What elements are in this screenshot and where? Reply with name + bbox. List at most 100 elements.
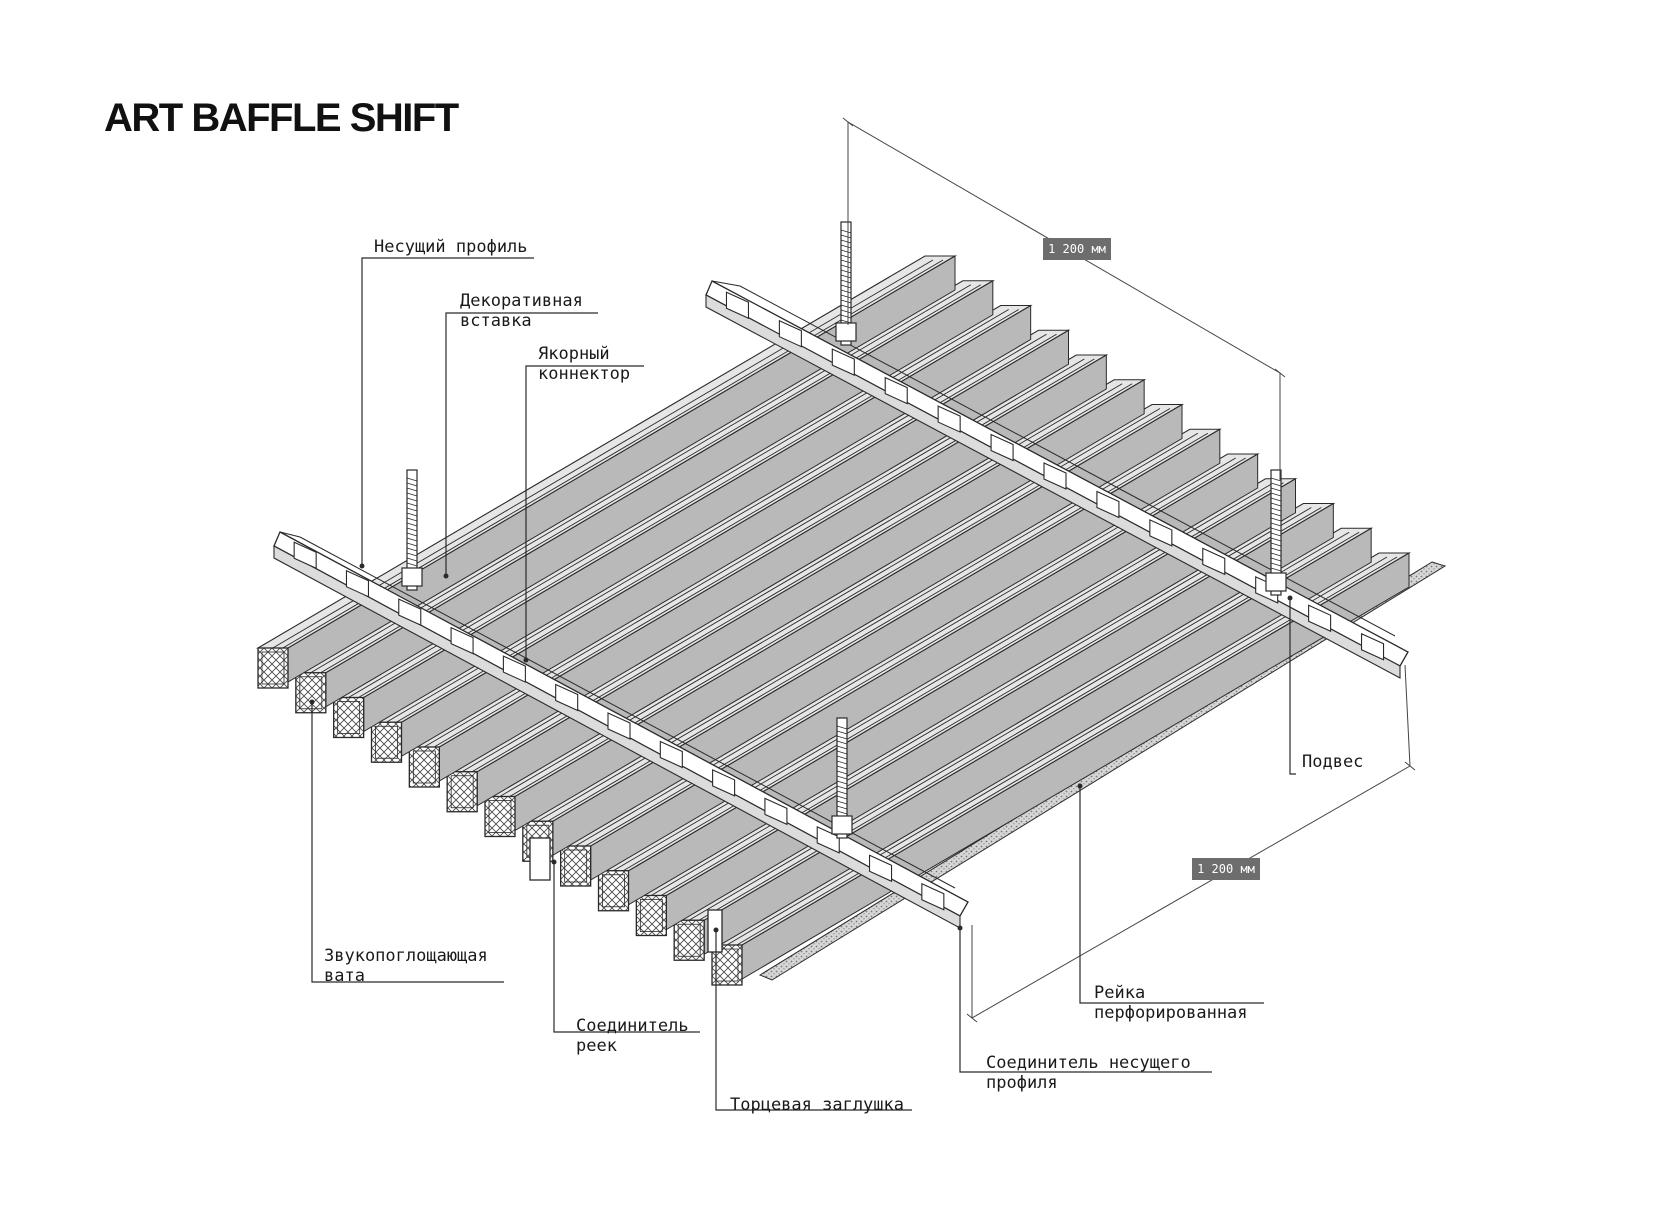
hanger-thread bbox=[836, 775, 848, 780]
anchor-clip bbox=[607, 712, 631, 740]
hanger-clamp bbox=[831, 815, 853, 835]
anchor-clip bbox=[1308, 604, 1332, 633]
slat-end-hatch bbox=[597, 870, 630, 912]
label-decor-insert-line1: Декоративная bbox=[460, 291, 583, 311]
hanger-thread bbox=[836, 740, 848, 745]
hanger-thread bbox=[406, 502, 418, 507]
hanger-thread bbox=[406, 492, 418, 497]
slat-end-inner bbox=[602, 874, 625, 908]
slat-end-hatch bbox=[446, 771, 478, 813]
hangers bbox=[401, 221, 1287, 839]
label-perforated-slat-line2: перфорированная bbox=[1094, 1003, 1248, 1023]
label-carrier-connector-line2: профиля bbox=[986, 1073, 1058, 1093]
label-wool-line2: вата bbox=[324, 966, 365, 986]
label-anchor-connector-line1: Якорный bbox=[538, 344, 610, 364]
label-end-cap: Торцевая заглушка bbox=[730, 1095, 904, 1115]
hanger-thread bbox=[836, 800, 848, 805]
hanger-thread bbox=[840, 254, 852, 259]
hanger-thread bbox=[836, 725, 848, 730]
anchor-clip bbox=[1096, 490, 1120, 519]
slat-end-inner bbox=[375, 725, 398, 759]
anchor-clip bbox=[764, 797, 788, 826]
hanger-thread bbox=[840, 279, 852, 284]
slat-end-inner bbox=[450, 775, 474, 809]
anchor-clip bbox=[831, 348, 855, 377]
slat-end-hatch bbox=[257, 647, 289, 689]
anchor-clip bbox=[659, 740, 683, 769]
anchor-clip bbox=[293, 541, 317, 570]
dimension-top-label: 1 200 мм bbox=[1048, 242, 1106, 256]
hanger-thread bbox=[840, 299, 852, 304]
anchor-clip bbox=[345, 569, 370, 598]
slat-connector bbox=[529, 837, 551, 881]
slat-end-inner bbox=[639, 899, 663, 932]
label-perforated-slat-line1: Рейка bbox=[1094, 983, 1145, 1003]
hanger-thread bbox=[406, 507, 418, 512]
label-slat-connector-line1: Соединитель bbox=[576, 1016, 689, 1036]
hanger-thread bbox=[840, 314, 852, 319]
hanger-thread bbox=[1270, 512, 1282, 517]
hanger-thread bbox=[1270, 552, 1282, 557]
hanger-thread bbox=[406, 527, 418, 532]
slat-end-inner bbox=[299, 676, 323, 710]
hanger-thread bbox=[406, 517, 418, 522]
hanger-thread bbox=[836, 780, 848, 785]
hanger-thread bbox=[840, 249, 852, 254]
hanger-thread bbox=[836, 810, 848, 815]
hanger-thread bbox=[840, 234, 852, 239]
anchor-clip bbox=[990, 433, 1014, 462]
hanger-thread bbox=[836, 750, 848, 755]
anchor-clip bbox=[1149, 519, 1173, 547]
hanger-thread bbox=[406, 562, 418, 567]
hanger-clamp bbox=[1265, 572, 1287, 592]
hanger-thread bbox=[1270, 487, 1282, 492]
anchor-clip bbox=[868, 854, 893, 883]
label-carrier-profile: Несущий профиль bbox=[374, 237, 528, 257]
anchor-clip bbox=[1202, 547, 1226, 576]
hanger-thread bbox=[406, 547, 418, 552]
label-slat-connector-line2: реек bbox=[576, 1036, 617, 1056]
dimension-bottom bbox=[966, 664, 1416, 1023]
hanger-thread bbox=[840, 264, 852, 269]
hanger-thread bbox=[840, 259, 852, 264]
hanger-thread bbox=[1270, 547, 1282, 552]
hanger-thread bbox=[406, 487, 418, 492]
hanger-thread bbox=[1270, 527, 1282, 532]
hanger-rod bbox=[1270, 469, 1282, 596]
hanger-clamp bbox=[401, 567, 423, 587]
slat-groove bbox=[681, 531, 1350, 925]
hanger-thread bbox=[1270, 562, 1282, 567]
hanger-thread bbox=[1270, 537, 1282, 542]
hanger-thread bbox=[840, 284, 852, 289]
hanger-thread bbox=[1270, 507, 1282, 512]
diagram-title: ART BAFFLE SHIFT bbox=[104, 96, 459, 140]
label-decor-insert-line2: вставка bbox=[460, 311, 532, 331]
leader-dots bbox=[309, 563, 1293, 933]
label-carrier-connector-line1: Соединитель несущего bbox=[986, 1053, 1191, 1073]
anchor-clip bbox=[921, 882, 945, 911]
dimension-bottom-label: 1 200 мм bbox=[1197, 862, 1255, 876]
hanger-rod bbox=[406, 469, 418, 591]
hanger-thread bbox=[406, 557, 418, 562]
perforated-slats bbox=[255, 255, 1412, 986]
hanger-thread bbox=[1270, 542, 1282, 547]
slat-end-hatch bbox=[484, 795, 516, 838]
slat-end-inner bbox=[677, 923, 701, 957]
hanger bbox=[401, 469, 423, 591]
hanger-thread bbox=[836, 730, 848, 735]
dimension-top-badge bbox=[1043, 238, 1111, 260]
hanger-thread bbox=[406, 532, 418, 537]
hanger-thread bbox=[1270, 482, 1282, 487]
hanger-thread bbox=[1270, 477, 1282, 482]
hanger-thread bbox=[1270, 492, 1282, 497]
anchor-clip bbox=[725, 291, 750, 320]
hanger-thread bbox=[836, 790, 848, 795]
label-anchor-connector-line2: коннектор bbox=[538, 364, 630, 384]
hanger-thread bbox=[406, 497, 418, 502]
hanger-thread bbox=[840, 239, 852, 244]
hanger-thread bbox=[1270, 517, 1282, 522]
slat-groove bbox=[719, 556, 1388, 950]
label-hanger: Подвес bbox=[1302, 752, 1363, 772]
